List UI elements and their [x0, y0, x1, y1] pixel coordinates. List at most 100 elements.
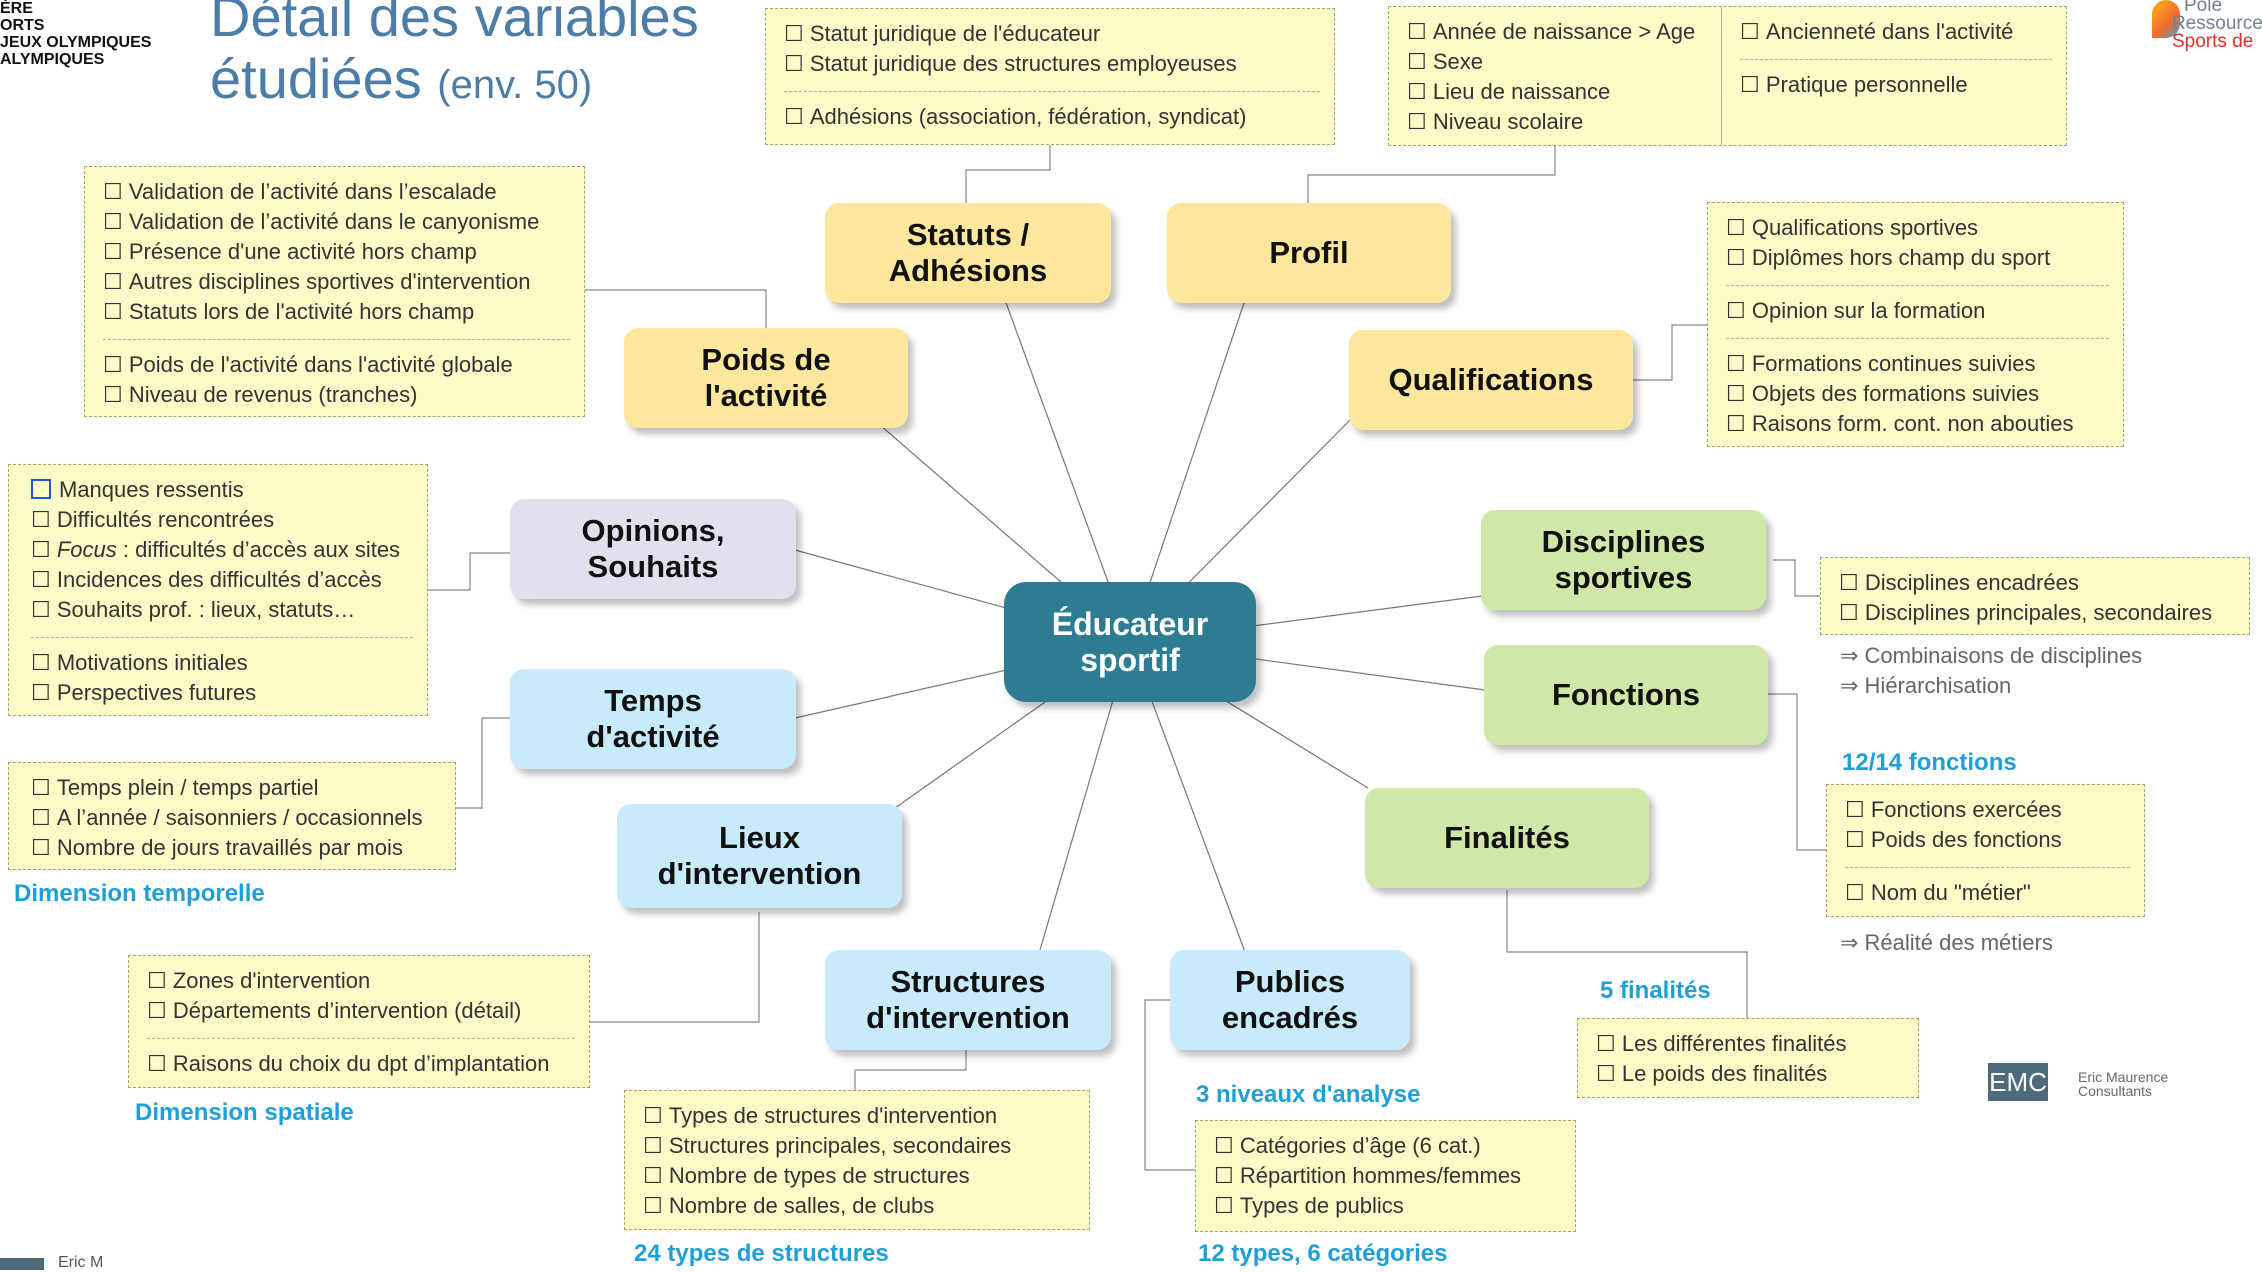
box-statuts: Statut juridique de l'éducateur Statut j… [765, 8, 1335, 145]
logo-text-line: Pôle [2184, 0, 2223, 16]
divider [31, 637, 413, 638]
checklist-item[interactable]: Répartition hommes/femmes [1214, 1161, 1561, 1191]
checklist-item[interactable]: Adhésions (association, fédération, synd… [784, 102, 1320, 132]
checklist-item[interactable]: Autres disciplines sportives d'intervent… [103, 267, 570, 297]
emc-name: Eric Maurence Consultants [2078, 1070, 2168, 1098]
profil-left-column: Année de naissance > Age Sexe Lieu de na… [1389, 7, 1721, 145]
checklist-item[interactable]: Objets des formations suivies [1726, 379, 2109, 409]
page-title-line2: étudiées (env. 50) [210, 48, 699, 116]
emc-name-line: Consultants [2078, 1083, 2152, 1099]
note-combinaisons: ⇒ Combinaisons de disciplines [1840, 643, 2143, 668]
note-hierarchisation: ⇒ Hiérarchisation [1840, 673, 2012, 698]
checklist-item[interactable]: Diplômes hors champ du sport [1726, 243, 2109, 273]
checklist-item[interactable]: Nombre de salles, de clubs [643, 1191, 1075, 1221]
checklist-item[interactable]: Opinion sur la formation [1726, 296, 2109, 326]
divider [1726, 338, 2109, 339]
emc-logo: EMC Eric Maurence Consultants [1988, 1063, 2168, 1103]
node-temps[interactable]: Temps d'activité [510, 669, 796, 769]
left-logo-line: ÈRE [0, 0, 33, 17]
checklist-item[interactable]: Présence d'une activité hors champ [103, 237, 570, 267]
checklist-item[interactable]: Poids de l'activité dans l'activité glob… [103, 350, 570, 380]
checklist-item[interactable]: Statut juridique des structures employeu… [784, 49, 1320, 79]
checklist-item[interactable]: Pratique personnelle [1740, 70, 2052, 100]
checklist-item[interactable]: Disciplines encadrées [1839, 568, 2235, 598]
node-poids[interactable]: Poids de l'activité [624, 328, 908, 428]
checklist-item[interactable]: Motivations initiales [31, 648, 413, 678]
node-disciplines[interactable]: Disciplines sportives [1481, 510, 1766, 610]
page-title-line1: Détail des variables [210, 0, 699, 48]
node-opinions[interactable]: Opinions, Souhaits [510, 499, 796, 599]
focus-label: Focus [56, 537, 117, 562]
checklist-item[interactable]: Lieu de naissance [1407, 77, 1707, 107]
box-publics: Catégories d’âge (6 cat.) Répartition ho… [1195, 1120, 1576, 1232]
checklist-item[interactable]: Le poids des finalités [1596, 1059, 1904, 1089]
checklist-item-focus[interactable]: Focus : difficultés d’accès aux sites [31, 535, 413, 565]
center-node[interactable]: Éducateur sportif [1004, 582, 1256, 702]
node-publics[interactable]: Publics encadrés [1170, 950, 1410, 1050]
checklist-item[interactable]: Temps plein / temps partiel [31, 773, 441, 803]
node-profil[interactable]: Profil [1167, 203, 1451, 303]
divider [1845, 867, 2130, 868]
box-profil: Année de naissance > Age Sexe Lieu de na… [1388, 6, 2067, 146]
checklist-item[interactable]: Catégories d’âge (6 cat.) [1214, 1131, 1561, 1161]
checklist-item[interactable]: Statuts lors de l'activité hors champ [103, 297, 570, 327]
checklist-item[interactable]: Les différentes finalités [1596, 1029, 1904, 1059]
checklist-item[interactable]: Raisons form. cont. non abouties [1726, 409, 2109, 439]
checklist-item-selected[interactable]: Manques ressentis [31, 475, 413, 505]
divider [784, 91, 1320, 92]
checklist-item[interactable]: Fonctions exercées [1845, 795, 2130, 825]
checklist-item[interactable]: Difficultés rencontrées [31, 505, 413, 535]
focus-text: : difficultés d’accès aux sites [116, 537, 401, 562]
checklist-item[interactable]: Validation de l’activité dans l’escalade [103, 177, 570, 207]
checklist-item[interactable]: Structures principales, secondaires [643, 1131, 1075, 1161]
node-qualifications[interactable]: Qualifications [1349, 330, 1633, 430]
checklist-item[interactable]: Souhaits prof. : lieux, statuts… [31, 595, 413, 625]
checklist-item[interactable]: Sexe [1407, 47, 1707, 77]
checklist-item[interactable]: Année de naissance > Age [1407, 17, 1707, 47]
checklist-item[interactable]: Formations continues suivies [1726, 349, 2109, 379]
checklist-item-label: Manques ressentis [59, 477, 244, 502]
checklist-item[interactable]: Nombre de jours travaillés par mois [31, 833, 441, 863]
checklist-item[interactable]: Nom du "métier" [1845, 878, 2130, 908]
checklist-item[interactable]: Poids des fonctions [1845, 825, 2130, 855]
logo-text-line: Ressources [2172, 13, 2262, 34]
checklist-item[interactable]: Types de publics [1214, 1191, 1561, 1221]
divider [103, 339, 570, 340]
logo-text-line: Sports de [2172, 31, 2254, 52]
page-title-main: étudiées [210, 47, 422, 110]
box-poids: Validation de l’activité dans l’escalade… [84, 166, 585, 417]
selected-checkbox-icon[interactable] [31, 479, 51, 499]
footer-mark [0, 1258, 44, 1270]
left-logo-line: ORTS [0, 17, 45, 34]
node-fonctions[interactable]: Fonctions [1484, 645, 1768, 745]
node-statuts[interactable]: Statuts / Adhésions [825, 203, 1111, 303]
box-temps: Temps plein / temps partiel A l’année / … [8, 762, 456, 870]
footer-text: Eric M [58, 1254, 104, 1271]
checklist-item[interactable]: Statut juridique de l'éducateur [784, 19, 1320, 49]
box-structures: Types de structures d'intervention Struc… [624, 1090, 1090, 1230]
checklist-item[interactable]: Niveau de revenus (tranches) [103, 380, 570, 410]
caption-dimension-spatiale: Dimension spatiale [135, 1099, 354, 1126]
node-structures[interactable]: Structures d'intervention [825, 950, 1111, 1050]
node-finalites[interactable]: Finalités [1365, 788, 1649, 888]
checklist-item[interactable]: Raisons du choix du dpt d’implantation [147, 1049, 575, 1079]
checklist-item[interactable]: Qualifications sportives [1726, 213, 2109, 243]
checklist-item[interactable]: Zones d'intervention [147, 966, 575, 996]
checklist-item[interactable]: Niveau scolaire [1407, 107, 1707, 137]
box-fonctions: Fonctions exercées Poids des fonctions N… [1826, 784, 2145, 917]
checklist-item[interactable]: Ancienneté dans l'activité [1740, 17, 2052, 47]
checklist-item[interactable]: Départements d’intervention (détail) [147, 996, 575, 1026]
checklist-item[interactable]: Nombre de types de structures [643, 1161, 1075, 1191]
box-disciplines: Disciplines encadrées Disciplines princi… [1820, 557, 2250, 635]
emc-badge: EMC [1988, 1063, 2048, 1101]
note-realite-metiers: ⇒ Réalité des métiers [1840, 930, 2053, 955]
checklist-item[interactable]: Perspectives futures [31, 678, 413, 708]
emc-name-line: Eric Maurence [2078, 1069, 2169, 1085]
pole-ressources-logo-icon [2152, 0, 2180, 38]
checklist-item[interactable]: Disciplines principales, secondaires [1839, 598, 2235, 628]
checklist-item[interactable]: A l’année / saisonniers / occasionnels [31, 803, 441, 833]
checklist-item[interactable]: Validation de l’activité dans le canyoni… [103, 207, 570, 237]
node-lieux[interactable]: Lieux d'intervention [617, 804, 902, 908]
checklist-item[interactable]: Incidences des difficultés d’accès [31, 565, 413, 595]
checklist-item[interactable]: Types de structures d'intervention [643, 1101, 1075, 1131]
